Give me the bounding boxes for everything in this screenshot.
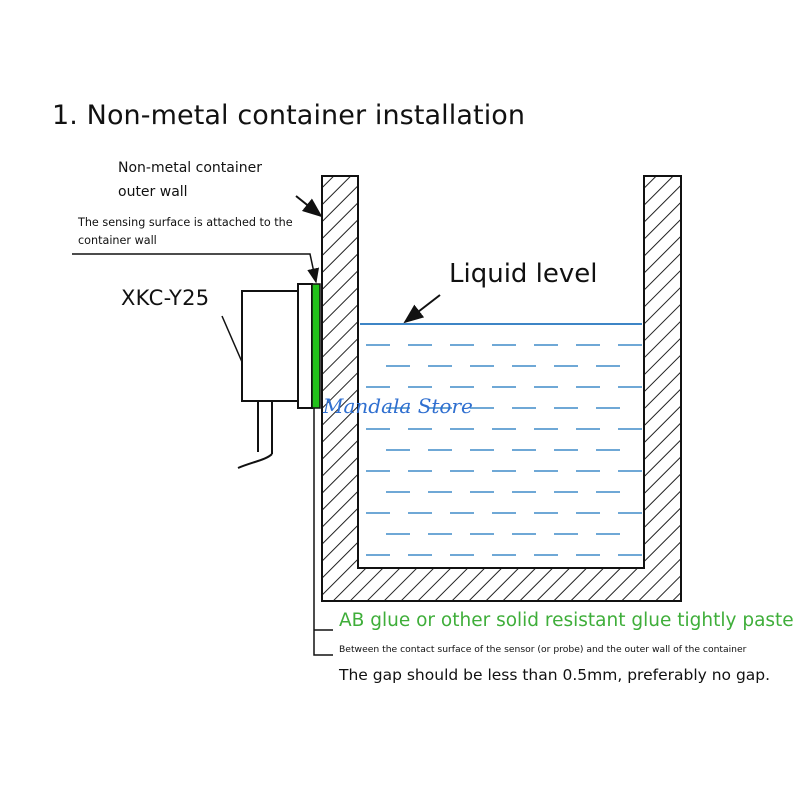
sensor-xkc-y25 — [237, 283, 313, 469]
liquid-level-arrow — [403, 294, 441, 324]
container-wall-label-line2: outer wall — [118, 184, 188, 200]
contact-surface-note: Between the contact surface of the senso… — [339, 644, 747, 655]
sensing-surface-label-line2: container wall — [78, 234, 157, 247]
sensing-surface-strip — [311, 283, 321, 409]
sensor-front-flange — [297, 283, 313, 409]
store-watermark: Mandala Store — [323, 394, 473, 418]
wall-label-arrow — [295, 195, 323, 218]
sensor-rear-housing — [241, 290, 299, 402]
liquid-body — [366, 344, 642, 556]
sensing-surface-label-line1: The sensing surface is attached to the — [78, 216, 293, 229]
sensing-surface-leader — [72, 253, 320, 284]
liquid-level-label: Liquid level — [449, 259, 598, 289]
gap-note: The gap should be less than 0.5mm, prefe… — [339, 666, 771, 684]
sensor-cable-curve — [237, 453, 273, 469]
glue-note: AB glue or other solid resistant glue ti… — [339, 610, 794, 631]
container-wall — [321, 175, 682, 602]
page-title: 1. Non-metal container installation — [52, 100, 526, 131]
glue-leader — [313, 408, 333, 656]
container-wall-label-line1: Non-metal container — [118, 160, 262, 176]
sensor-model-label: XKC-Y25 — [121, 286, 210, 310]
sensor-model-leader — [221, 315, 243, 363]
